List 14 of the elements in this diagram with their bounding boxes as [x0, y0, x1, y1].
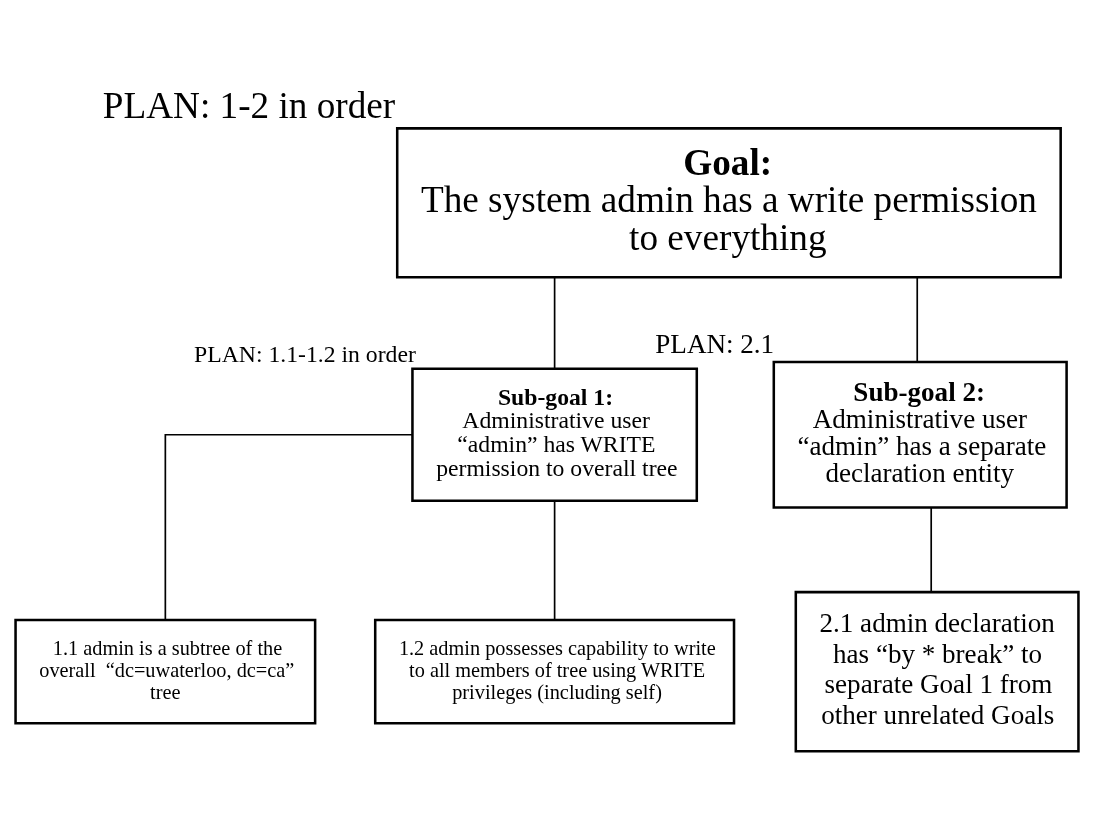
node-label: PLAN: 1-2 in order: [102, 84, 396, 126]
connector: [553, 500, 556, 621]
node-box: 2.1 admin declaration has “by * break” to separate Goal 1 from other unrelated Goals: [794, 590, 1080, 752]
connector: [916, 276, 919, 363]
node-box: 1.1 admin is a subtree of the overall “dc=uwaterloo, dc=ca” tree: [14, 618, 317, 725]
node-box: 1.2 admin possesses capability to write to all members of tree using WRITE privileges (including self): [373, 618, 736, 725]
connector: [930, 506, 933, 593]
node-box: Sub-goal 1: Administrative user “admin” has WRITE permission to overall tree: [411, 366, 699, 502]
node-box: Goal: The system admin has a write permission to everything: [395, 126, 1062, 279]
node-label: PLAN: 2.1: [655, 328, 775, 359]
connector: [164, 433, 414, 621]
node-box: Sub-goal 2: Administrative user “admin” has a separate declaration entity: [772, 360, 1068, 509]
connector: [553, 276, 556, 369]
node-label: PLAN: 1.1-1.2 in order: [194, 340, 416, 367]
